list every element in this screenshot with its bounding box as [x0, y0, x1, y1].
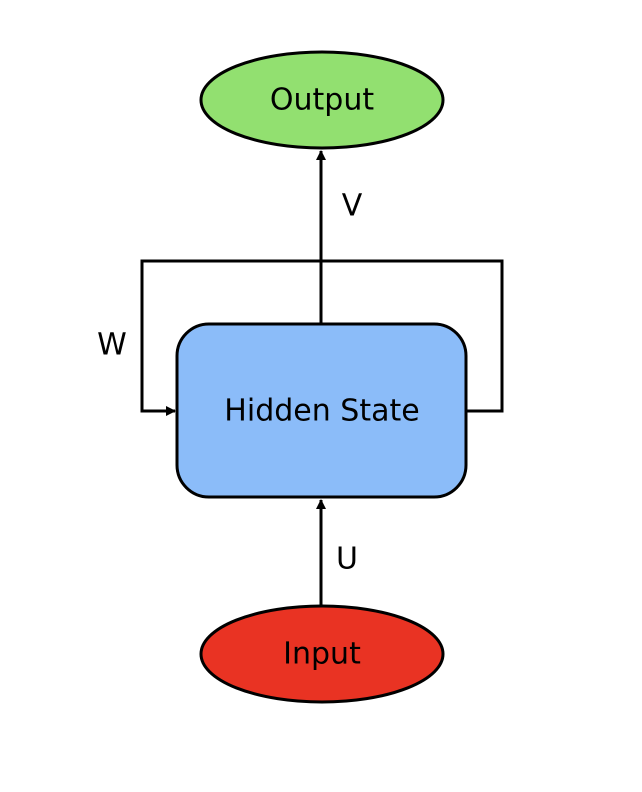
edge-label-w: W	[97, 328, 127, 363]
output-node: Output	[199, 50, 445, 150]
edge-label-v: V	[342, 189, 363, 224]
edge-label-u: U	[336, 542, 358, 577]
output-node-label: Output	[270, 83, 374, 118]
hidden-state-node: Hidden State	[175, 322, 468, 499]
hidden-state-node-shape	[175, 322, 468, 499]
input-node-shape	[199, 604, 445, 704]
input-node: Input	[199, 604, 445, 704]
output-node-shape	[199, 50, 445, 150]
hidden-state-node-label: Hidden State	[224, 394, 419, 429]
input-node-label: Input	[283, 637, 361, 672]
